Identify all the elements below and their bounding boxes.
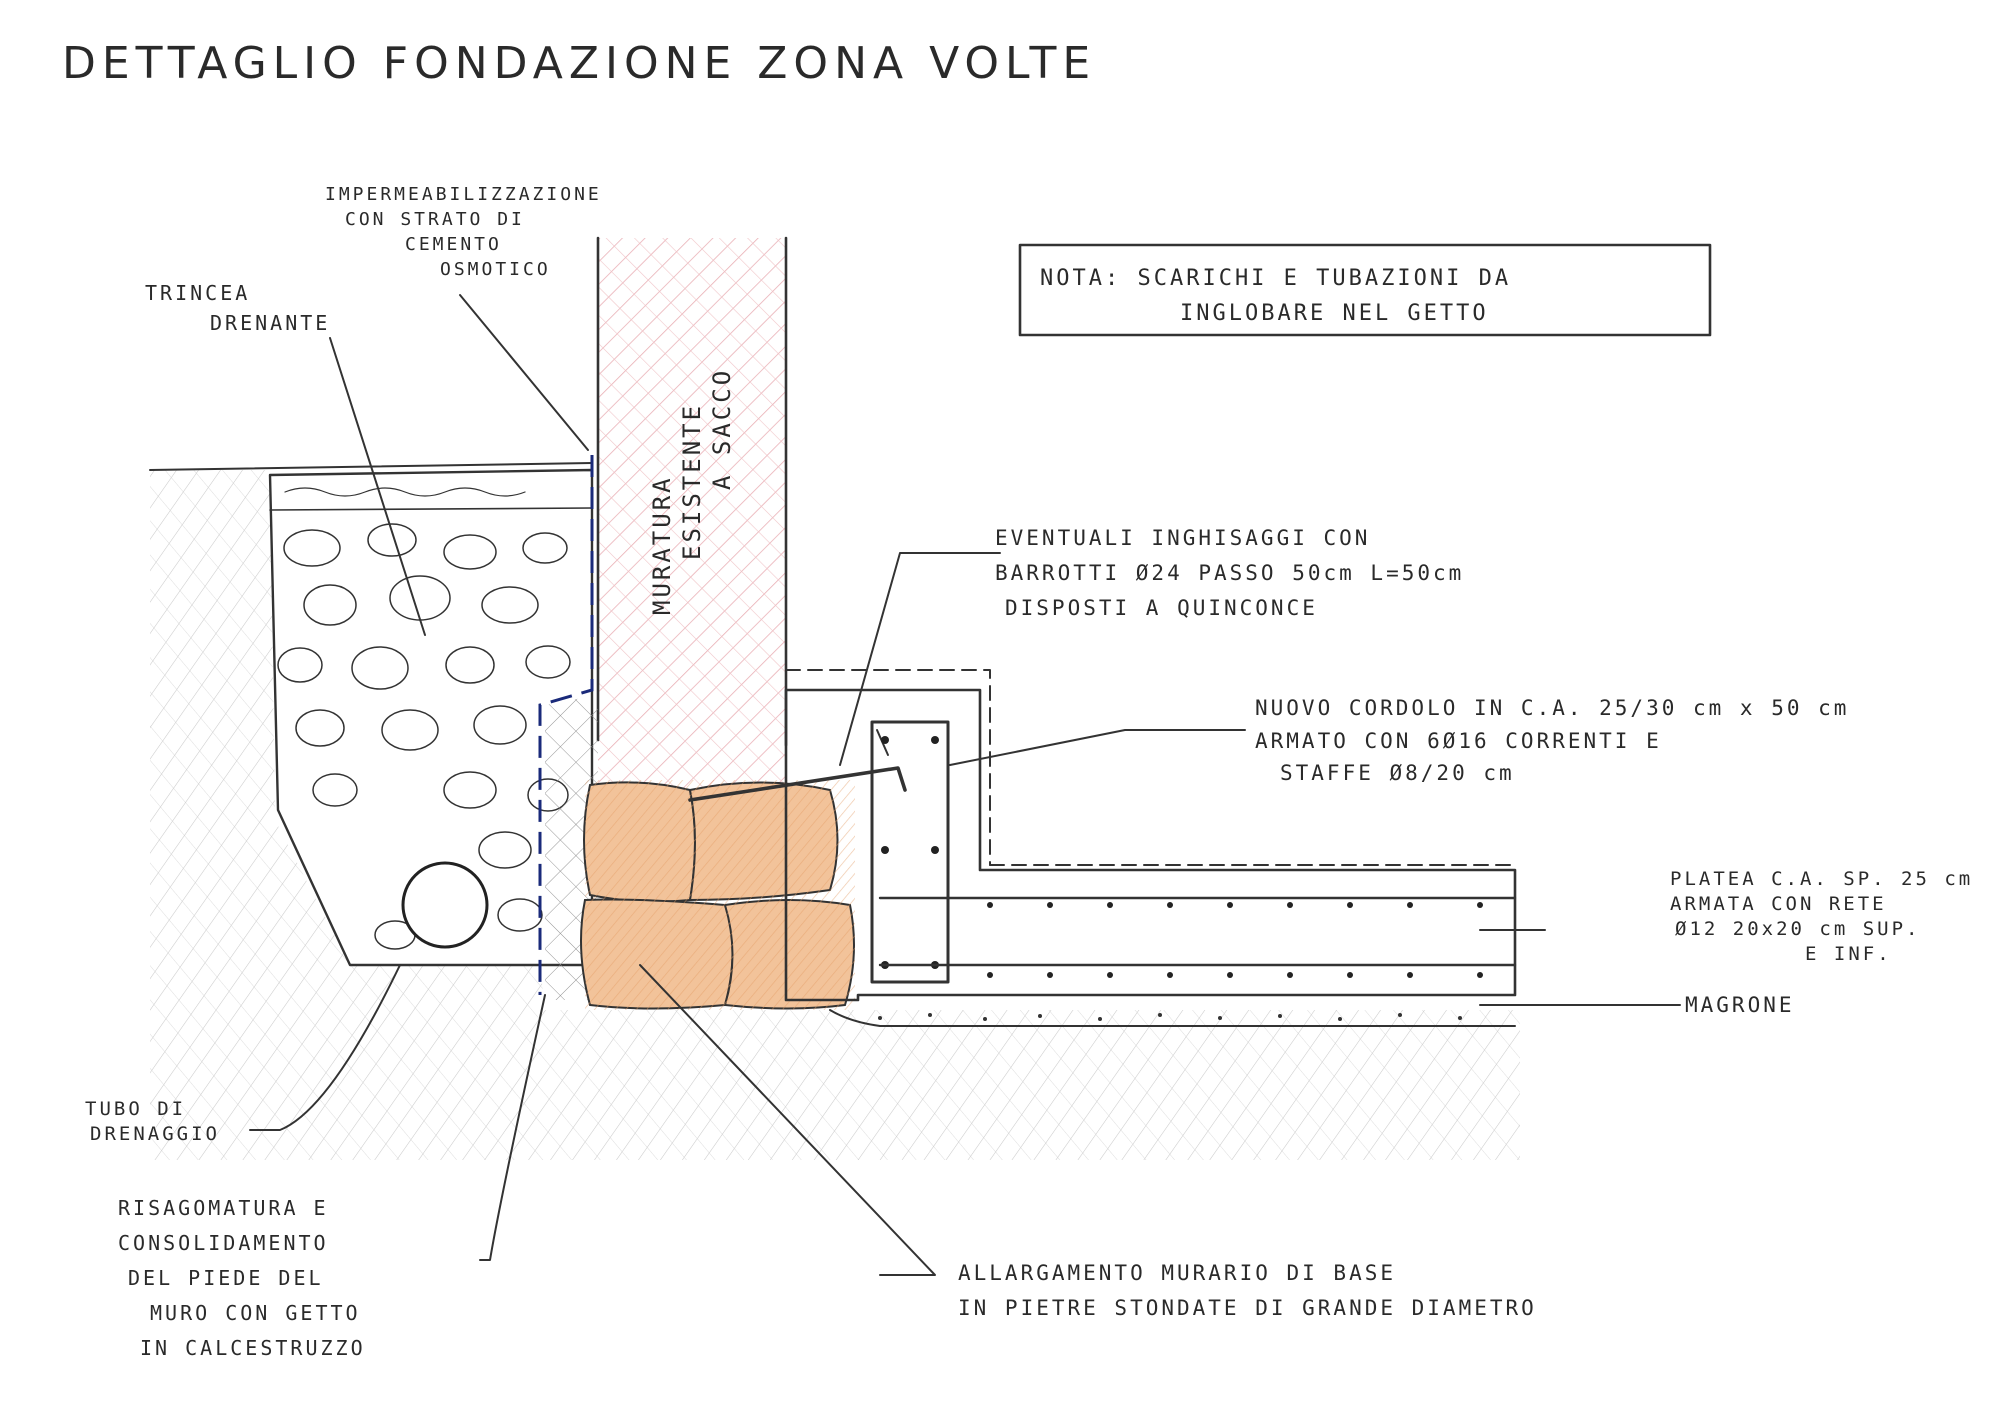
svg-text:Ø12 20x20 cm SUP.: Ø12 20x20 cm SUP. (1675, 918, 1920, 940)
label-trench: TRINCEA DRENANTE (145, 281, 330, 335)
existing-wall (596, 236, 788, 798)
label-lean-concrete: MAGRONE (1685, 993, 1795, 1017)
label-slab: PLATEA C.A. SP. 25 cm ARMATA CON RETE Ø1… (1670, 868, 1973, 965)
label-widening: ALLARGAMENTO MURARIO DI BASE IN PIETRE S… (958, 1261, 1537, 1320)
svg-text:MURATURA: MURATURA (648, 475, 676, 615)
svg-text:DISPOSTI A QUINCONCE: DISPOSTI A QUINCONCE (1005, 596, 1318, 620)
label-reshaping: RISAGOMATURA E CONSOLIDAMENTO DEL PIEDE … (118, 1196, 366, 1360)
svg-text:CONSOLIDAMENTO: CONSOLIDAMENTO (118, 1231, 329, 1255)
stone-widening (580, 780, 855, 1010)
leader-lines (249, 294, 1681, 1276)
note-line-1: NOTA: SCARICHI E TUBAZIONI DA (1040, 266, 1511, 291)
label-drain-pipe: TUBO DI DRENAGGIO (85, 1098, 220, 1145)
svg-text:ARMATO CON 6Ø16 CORRENTI E: ARMATO CON 6Ø16 CORRENTI E (1255, 729, 1662, 753)
svg-text:BARROTTI Ø24 PASSO 50cm L=50cm: BARROTTI Ø24 PASSO 50cm L=50cm (995, 561, 1464, 585)
drain-pipe (401, 861, 489, 949)
svg-text:ALLARGAMENTO MURARIO DI BASE: ALLARGAMENTO MURARIO DI BASE (958, 1261, 1396, 1285)
svg-text:STAFFE Ø8/20 cm: STAFFE Ø8/20 cm (1280, 761, 1515, 785)
svg-text:PLATEA C.A. SP. 25 cm: PLATEA C.A. SP. 25 cm (1670, 868, 1973, 890)
svg-text:MAGRONE: MAGRONE (1685, 993, 1795, 1017)
svg-text:A SACCO: A SACCO (708, 368, 736, 490)
label-curb: NUOVO CORDOLO IN C.A. 25/30 cm x 50 cm A… (1255, 696, 1849, 785)
svg-text:TRINCEA: TRINCEA (145, 281, 250, 305)
svg-text:MURO CON GETTO: MURO CON GETTO (150, 1301, 361, 1325)
waterproofing-layer (538, 455, 594, 995)
drawing-title: DETTAGLIO FONDAZIONE ZONA VOLTE (62, 38, 1096, 89)
svg-text:ESISTENTE: ESISTENTE (678, 403, 706, 560)
svg-text:OSMOTICO: OSMOTICO (440, 259, 551, 280)
anchor-bar (688, 766, 907, 802)
new-curb (784, 669, 1517, 1002)
svg-text:IN PIETRE STONDATE DI GRANDE D: IN PIETRE STONDATE DI GRANDE DIAMETRO (958, 1296, 1537, 1320)
svg-text:DRENANTE: DRENANTE (210, 311, 330, 335)
label-waterproofing: IMPERMEABILIZZAZIONE CON STRATO DI CEMEN… (325, 184, 602, 280)
svg-text:NUOVO CORDOLO IN C.A. 25/30 cm: NUOVO CORDOLO IN C.A. 25/30 cm x 50 cm (1255, 696, 1849, 720)
lean-concrete (829, 1009, 1516, 1027)
label-anchors: EVENTUALI INGHISAGGI CON BARROTTI Ø24 PA… (995, 526, 1464, 620)
svg-text:EVENTUALI INGHISAGGI CON: EVENTUALI INGHISAGGI CON (995, 526, 1370, 550)
label-wall: MURATURA ESISTENTE A SACCO (648, 368, 736, 615)
note-line-2: INGLOBARE NEL GETTO (1180, 301, 1489, 326)
svg-text:IMPERMEABILIZZAZIONE: IMPERMEABILIZZAZIONE (325, 184, 602, 205)
svg-text:DRENAGGIO: DRENAGGIO (90, 1123, 220, 1145)
svg-text:ARMATA CON RETE: ARMATA CON RETE (1670, 893, 1887, 915)
svg-text:IN CALCESTRUZZO: IN CALCESTRUZZO (140, 1336, 366, 1360)
svg-text:E INF.: E INF. (1805, 943, 1892, 965)
svg-text:RISAGOMATURA E: RISAGOMATURA E (118, 1196, 329, 1220)
svg-text:DEL PIEDE DEL: DEL PIEDE DEL (128, 1266, 324, 1290)
svg-text:TUBO DI: TUBO DI (85, 1098, 186, 1120)
svg-text:CEMENTO: CEMENTO (405, 234, 502, 255)
note-box: NOTA: SCARICHI E TUBAZIONI DA INGLOBARE … (1018, 243, 1712, 337)
slab (878, 896, 1517, 978)
svg-text:CON STRATO DI: CON STRATO DI (345, 209, 525, 230)
drainage-trench (268, 468, 594, 967)
